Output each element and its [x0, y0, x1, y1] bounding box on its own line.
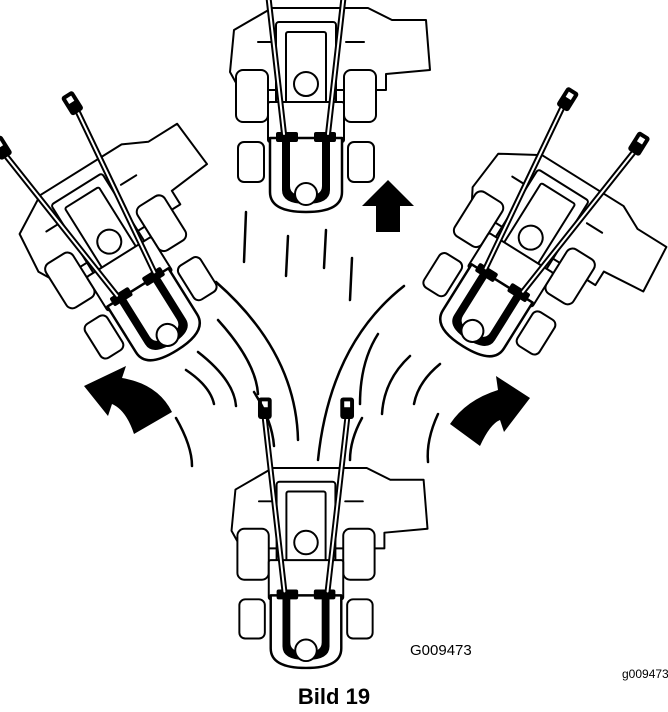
right-mower [398, 72, 668, 412]
right-motion-lines [318, 286, 440, 462]
left-turn-arrow [84, 366, 172, 434]
top-mower [230, 0, 430, 212]
right-turn-arrow [450, 376, 530, 446]
forward-arrow [362, 180, 414, 232]
figure-caption: Bild 19 [298, 684, 370, 709]
figure-code-inner: G009473 [410, 642, 472, 659]
figure-code-outer: g009473 [622, 667, 668, 681]
bottom-mower [232, 397, 428, 667]
forward-motion-lines [244, 212, 352, 300]
